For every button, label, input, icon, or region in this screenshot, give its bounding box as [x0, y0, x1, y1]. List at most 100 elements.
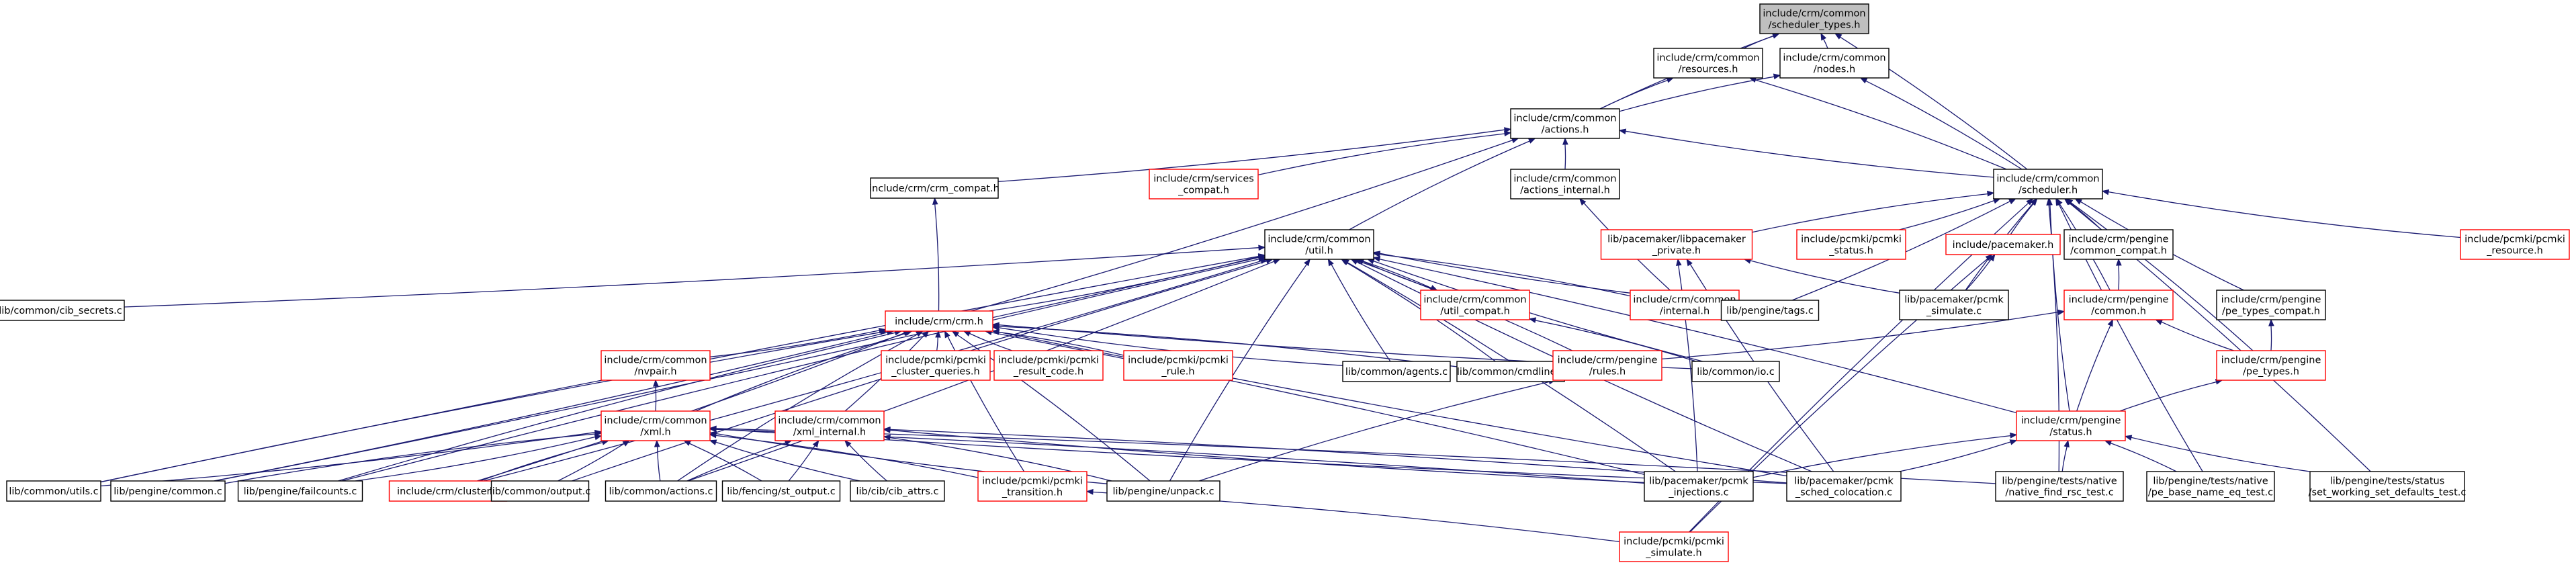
node-cluster-queries[interactable]: include/pcmki/pcmki_cluster_queries.h: [881, 350, 991, 381]
node-label: _compat.h: [1178, 185, 1229, 196]
node-label: /pe_base_name_eq_test.c: [2148, 488, 2273, 498]
node-box: [1653, 48, 1763, 79]
node-actions[interactable]: include/crm/common/actions.h: [1510, 108, 1620, 139]
node-scheduler-types[interactable]: include/crm/common/scheduler_types.h: [1759, 3, 1869, 34]
edge-pe_types-to-scheduler: [2066, 198, 2254, 351]
arrowhead-icon: [1327, 258, 1334, 267]
node-output-c[interactable]: lib/common/output.c: [490, 480, 591, 502]
node-utils-c[interactable]: lib/common/utils.c: [6, 480, 101, 502]
node-pe-base-name-eq[interactable]: lib/pengine/tests/native/pe_base_name_eq…: [2146, 471, 2275, 502]
node-label: lib/common/io.c: [1697, 367, 1774, 378]
node-cib-attrs[interactable]: lib/cib/cib_attrs.c: [850, 480, 945, 502]
node-label: /xml.h: [640, 427, 670, 438]
node-box: [993, 350, 1104, 381]
node-label: /native_find_rsc_test.c: [2005, 488, 2113, 498]
edge-output_c-to-xml: [558, 440, 631, 482]
node-label: lib/pengine/tests/native: [2153, 476, 2268, 487]
node-pengine-common-compat[interactable]: include/crm/pengine/common_compat.h: [2063, 229, 2174, 260]
node-nodes-h[interactable]: include/crm/common/nodes.h: [1779, 48, 1890, 79]
node-xml-internal[interactable]: include/crm/common/xml_internal.h: [774, 410, 885, 441]
node-pe-types[interactable]: include/crm/pengine/pe_types.h: [2216, 350, 2326, 381]
edge-line: [480, 442, 603, 482]
node-label: include/crm/common: [1656, 53, 1759, 64]
node-pcmki-status[interactable]: include/pcmki/pcmki_status.h: [1796, 229, 1906, 260]
node-nvpair[interactable]: include/crm/common/nvpair.h: [601, 350, 711, 381]
node-actions-c[interactable]: lib/common/actions.c: [605, 480, 717, 502]
node-pcmki-resource[interactable]: include/pcmki/pcmki_resource.h: [2460, 229, 2570, 260]
edge-line: [1755, 79, 2007, 170]
edge-unpack-to-rules: [1198, 378, 1556, 482]
node-status[interactable]: include/crm/pengine/status.h: [2016, 410, 2126, 441]
node-box: [601, 410, 711, 441]
node-pcmki-rule[interactable]: include/pcmki/pcmki_rule.h: [1123, 350, 1233, 381]
edge-actions-to-resources: [1599, 77, 1675, 109]
edge-line: [1331, 264, 1391, 362]
node-st-output[interactable]: lib/fencing/st_output.c: [721, 480, 841, 502]
node-label: lib/pacemaker/pcmk: [1649, 476, 1748, 487]
node-box: [881, 350, 991, 381]
node-label: include/crm/common: [1513, 114, 1616, 124]
node-box: [1899, 290, 2009, 320]
node-util-compat[interactable]: include/crm/common/util_compat.h: [1420, 290, 1530, 320]
node-pcmki-simulate[interactable]: include/pcmki/pcmki_simulate.h: [1619, 531, 1729, 562]
node-crm-compat[interactable]: include/crm/crm_compat.h: [869, 177, 1000, 199]
node-label: _sched_colocation.c: [1795, 488, 1892, 498]
node-resources[interactable]: include/crm/common/resources.h: [1653, 48, 1763, 79]
node-scheduler[interactable]: include/crm/common/scheduler.h: [1993, 169, 2103, 200]
edge-line: [558, 443, 625, 482]
node-unpack[interactable]: lib/pengine/unpack.c: [1106, 480, 1220, 502]
node-failcounts[interactable]: lib/pengine/failcounts.c: [237, 480, 363, 502]
node-actions-internal[interactable]: include/crm/common/actions_internal.h: [1510, 169, 1620, 200]
edge-line: [124, 247, 1259, 308]
node-util[interactable]: include/crm/common/util.h: [1264, 229, 1374, 260]
node-set-working-set[interactable]: lib/pengine/tests/status/set_working_set…: [2309, 471, 2467, 502]
node-pengine-common[interactable]: include/crm/pengine/common.h: [2063, 290, 2174, 320]
node-sched-colocation[interactable]: lib/pacemaker/pcmk_sched_colocation.c: [1786, 471, 1902, 502]
edge-status-to-util: [1372, 256, 2017, 414]
node-label: _result_code.h: [1013, 367, 1083, 378]
edge-pengine_common-to-pengine_common_compat: [2116, 258, 2122, 291]
node-cmdline[interactable]: lib/common/cmdline.c: [1456, 361, 1565, 382]
node-label: /util.h: [1305, 246, 1333, 257]
node-services-compat[interactable]: include/crm/services_compat.h: [1149, 169, 1259, 200]
node-pengine-common-c[interactable]: lib/pengine/common.c: [110, 480, 226, 502]
arrowhead-icon: [1372, 251, 1381, 257]
node-box: [721, 480, 841, 502]
node-tags[interactable]: lib/pengine/tags.c: [1720, 300, 1820, 321]
edge-line: [2070, 202, 2254, 351]
node-box: [1779, 48, 1890, 79]
node-rules[interactable]: include/crm/pengine/rules.h: [1552, 350, 1662, 381]
node-native-find-rsc[interactable]: lib/pengine/tests/native/native_find_rsc…: [1995, 471, 2124, 502]
node-box: [1796, 229, 1906, 260]
node-cib-secrets[interactable]: lib/common/cib_secrets.c: [0, 300, 125, 321]
node-box: [2216, 350, 2326, 381]
node-box: [601, 350, 711, 381]
node-box: [1786, 471, 1902, 502]
edge-sched_colocation-to-status: [1899, 439, 2018, 472]
node-label: include/crm/crm_compat.h: [869, 183, 1000, 194]
node-label: lib/common/actions.c: [609, 486, 713, 497]
node-transition[interactable]: include/pcmki/pcmki_transition.h: [977, 471, 1087, 502]
node-cluster-h[interactable]: include/crm/cluster.h: [388, 480, 508, 502]
edge-line: [338, 332, 896, 482]
node-label: _injections.c: [1668, 488, 1728, 498]
node-label: /internal.h: [1660, 306, 1709, 317]
node-io[interactable]: lib/common/io.c: [1691, 361, 1780, 382]
node-pe-types-compat[interactable]: include/crm/pengine/pe_types_compat.h: [2216, 290, 2326, 320]
node-pcmk-simulate-c[interactable]: lib/pacemaker/pcmk_simulate.c: [1899, 290, 2009, 320]
node-box: [1691, 361, 1780, 382]
node-agents[interactable]: lib/common/agents.c: [1342, 361, 1451, 382]
node-pacemaker-h[interactable]: include/pacemaker.h: [1945, 234, 2061, 255]
node-libpacemaker-private[interactable]: lib/pacemaker/libpacemaker_private.h: [1600, 229, 1753, 260]
edge-line: [788, 445, 815, 482]
node-result-code[interactable]: include/pcmki/pcmki_result_code.h: [993, 350, 1104, 381]
edge-line: [1823, 38, 1828, 49]
node-label: /rules.h: [1589, 367, 1626, 378]
node-xml[interactable]: include/crm/common/xml.h: [601, 410, 711, 441]
edge-line: [1599, 79, 1668, 109]
arrowhead-icon: [951, 330, 960, 337]
node-box: [1993, 169, 2103, 200]
node-crm-h[interactable]: include/crm/crm.h: [885, 310, 993, 332]
node-injections[interactable]: lib/pacemaker/pcmk_injections.c: [1644, 471, 1754, 502]
